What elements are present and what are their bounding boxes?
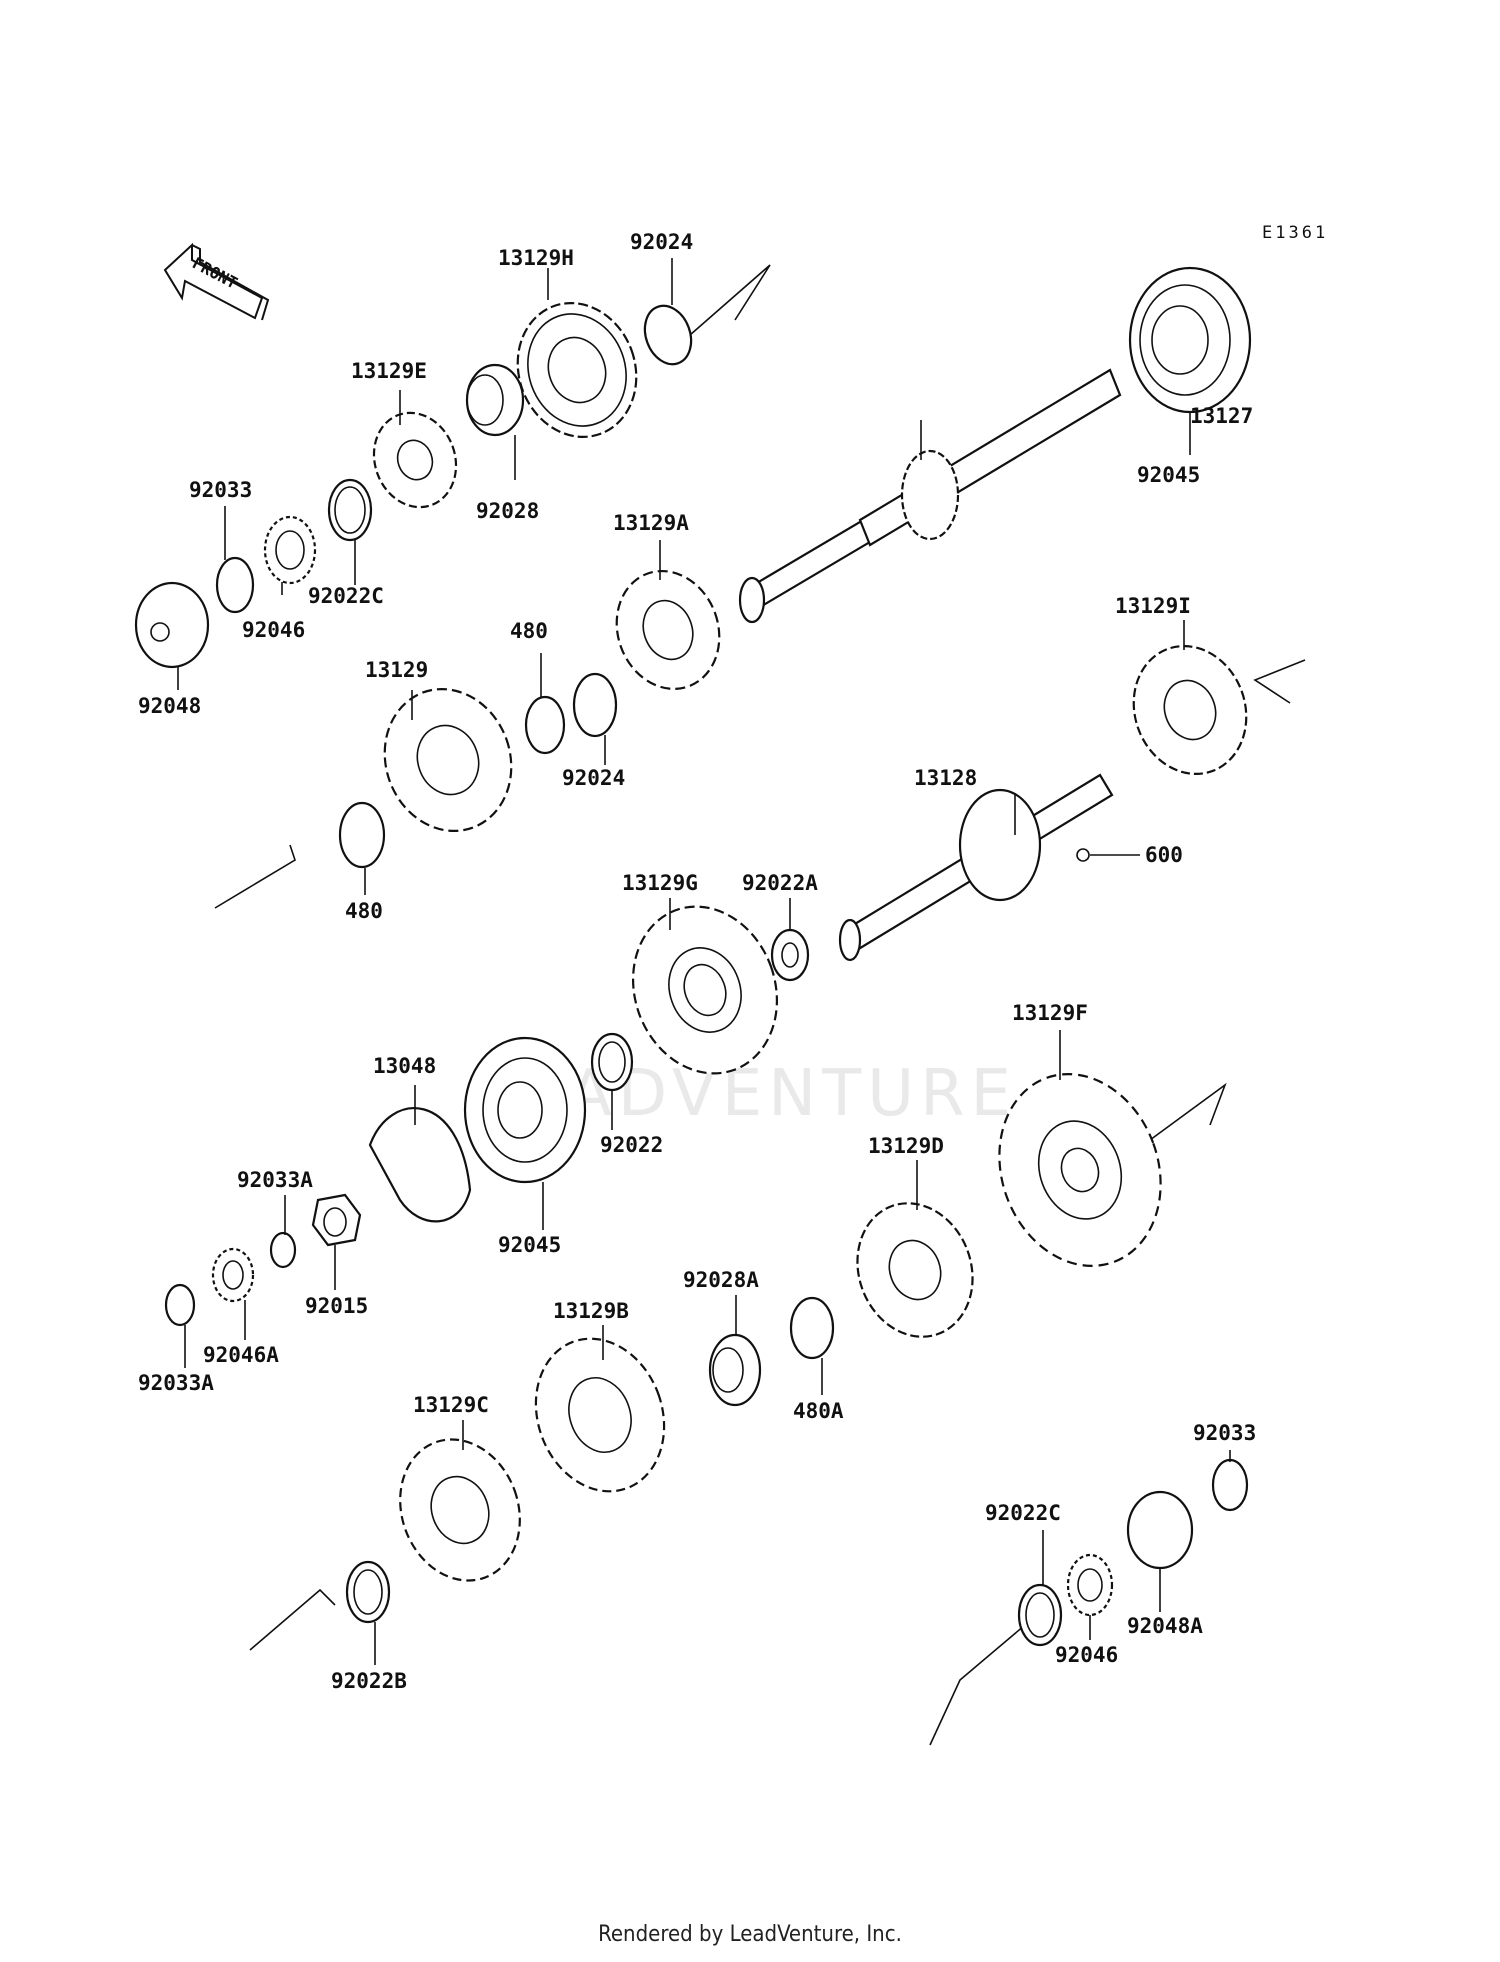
label-13129: 13129 (365, 658, 428, 682)
circlip-92033A-lower (164, 1283, 196, 1327)
label-92048: 92048 (138, 694, 201, 718)
washer-92022A (770, 928, 810, 982)
label-92033A-lower: 92033A (138, 1371, 214, 1395)
ball-600 (1076, 848, 1090, 862)
label-92024-upper: 92024 (630, 230, 693, 254)
front-arrow-icon: FRONT (163, 242, 270, 321)
label-92048A: 92048A (1127, 1614, 1203, 1638)
bearing-92046A (211, 1247, 255, 1303)
label-92028A: 92028A (683, 1268, 759, 1292)
circlip-92024-upper (643, 304, 693, 366)
circlip-92033-lower (1211, 1458, 1249, 1512)
label-92022: 92022 (600, 1133, 663, 1157)
label-13127: 13127 (1190, 404, 1253, 428)
gear-13129F (998, 1073, 1162, 1267)
gear-13129E (372, 411, 458, 509)
gear-13129B (534, 1337, 666, 1493)
circlip-480A (789, 1296, 835, 1360)
shift-drum-13048 (368, 1107, 472, 1223)
collar-92028A (708, 1333, 762, 1407)
gear-13129 (383, 687, 513, 833)
footer-credit: Rendered by LeadVenture, Inc. (598, 1922, 902, 1947)
label-92022C-lower: 92022C (985, 1501, 1061, 1525)
washer-92022C-lower (1017, 1583, 1063, 1647)
label-92045-upper: 92045 (1137, 463, 1200, 487)
label-13129A: 13129A (613, 511, 689, 535)
label-13129G: 13129G (622, 871, 698, 895)
part-labels: 13129H 92024 13129E 13127 92045 92033 92… (138, 230, 1256, 1693)
label-480-lower: 480 (345, 899, 383, 923)
label-480-upper: 480 (510, 619, 548, 643)
sleeve-92028 (465, 363, 525, 437)
label-92015: 92015 (305, 1294, 368, 1318)
label-92033A-upper: 92033A (237, 1168, 313, 1192)
cap-92048 (134, 581, 210, 669)
circlip-480-lower (338, 801, 386, 869)
diagram-code: E1361 (1262, 223, 1328, 243)
bearing-92045-lower (463, 1036, 587, 1184)
bearing-92045-upper (1128, 266, 1252, 414)
label-92022C-upper: 92022C (308, 584, 384, 608)
washer-92022B (345, 1560, 391, 1624)
label-92024-lower: 92024 (562, 766, 625, 790)
label-480A: 480A (793, 1399, 844, 1423)
circlip-92033-upper (215, 556, 255, 614)
gear-13129I (1132, 644, 1248, 776)
shaft-13128 (838, 773, 1114, 962)
gear-13129H (516, 301, 638, 439)
label-13129B: 13129B (553, 1299, 629, 1323)
label-13129E: 13129E (351, 359, 427, 383)
label-92046A: 92046A (203, 1343, 279, 1367)
label-13129C: 13129C (413, 1393, 489, 1417)
label-13048: 13048 (373, 1054, 436, 1078)
label-92033-upper: 92033 (189, 478, 252, 502)
label-13129H: 13129H (498, 246, 574, 270)
nut-92015 (311, 1193, 362, 1247)
washer-92022C-upper (327, 478, 373, 542)
circlip-92024-lower (572, 672, 618, 738)
label-92022A: 92022A (742, 871, 818, 895)
shaft-13127 (738, 368, 1122, 624)
label-92045-lower: 92045 (498, 1233, 561, 1257)
leader-lines (177, 258, 1231, 1665)
washer-92022 (590, 1032, 634, 1092)
label-13129D: 13129D (868, 1134, 944, 1158)
assembly-axis-lines (214, 264, 1306, 1746)
bearing-92046-lower (1066, 1553, 1114, 1617)
gear-13129G (631, 905, 779, 1075)
label-600: 600 (1145, 843, 1183, 867)
circlip-92033A-upper (269, 1231, 297, 1269)
label-92022B: 92022B (331, 1669, 407, 1693)
circlip-480-upper (524, 695, 566, 755)
label-92028: 92028 (476, 499, 539, 523)
label-92046-lower: 92046 (1055, 1643, 1118, 1667)
bearing-92046-upper (263, 515, 317, 585)
label-92046-upper: 92046 (242, 618, 305, 642)
gear-13129D (856, 1202, 974, 1338)
gear-13129A (615, 569, 721, 691)
label-13128: 13128 (914, 766, 977, 790)
label-13129F: 13129F (1012, 1001, 1088, 1025)
cap-92048A (1126, 1490, 1194, 1570)
label-92033-lower: 92033 (1193, 1421, 1256, 1445)
gear-13129C (399, 1438, 521, 1582)
label-13129I: 13129I (1115, 594, 1191, 618)
